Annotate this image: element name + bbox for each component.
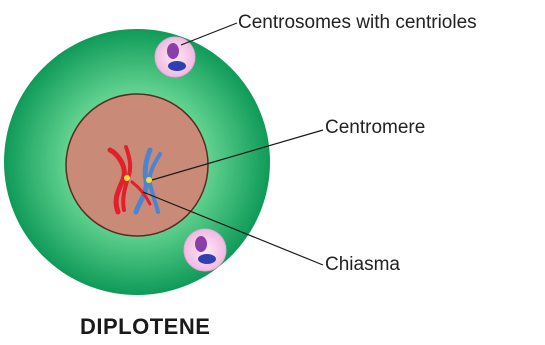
centriole-top-b [168,61,186,71]
leader-line-centrosomes [181,23,237,45]
centromere-dot-left [124,175,130,181]
centriole-bottom-b [198,254,216,264]
nucleus [66,94,208,236]
label-chiasma: Chiasma [325,254,400,276]
label-centrosomes: Centrosomes with centrioles [238,12,477,34]
centriole-bottom-a [195,236,207,252]
centriole-top-a [167,43,179,59]
centrosome-bottom [184,229,226,271]
centrosome-top [155,37,195,77]
centromere-dot-right [146,177,152,183]
stage-title: DIPLOTENE [80,314,210,340]
label-centromere: Centromere [325,117,425,139]
